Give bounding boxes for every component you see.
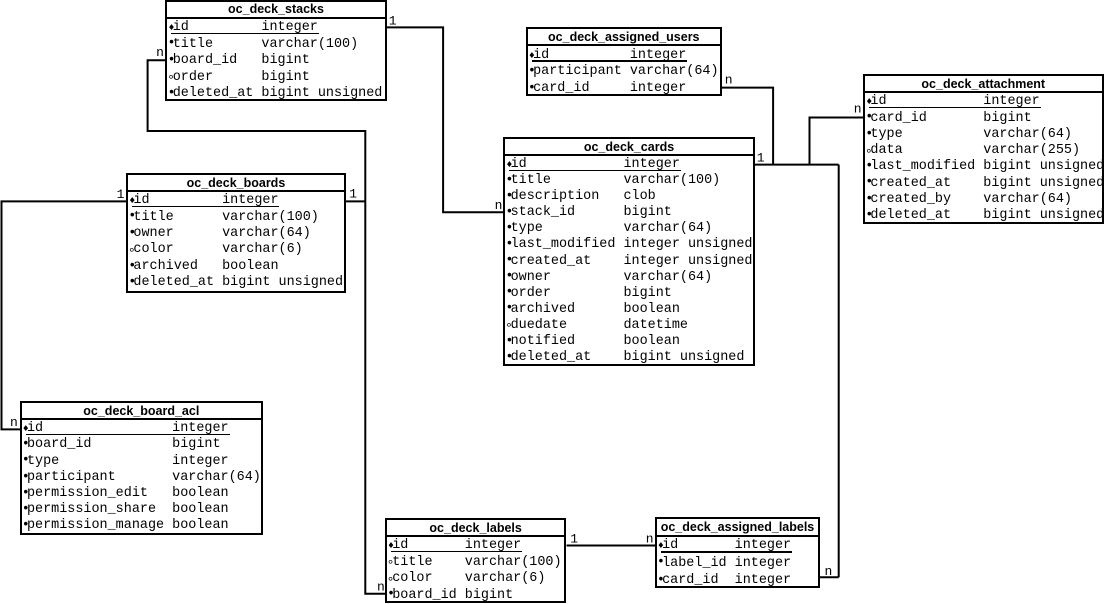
svg-text:1: 1 [349,187,357,202]
svg-text:n: n [725,72,733,87]
svg-text:n: n [825,564,833,579]
svg-text:n: n [377,579,385,594]
svg-text:1: 1 [570,531,578,546]
svg-text:n: n [10,415,18,430]
svg-text:1: 1 [757,151,765,166]
svg-text:n: n [646,531,654,546]
svg-text:n: n [854,102,862,117]
svg-text:n: n [495,198,503,213]
svg-text:n: n [156,45,164,60]
svg-text:1: 1 [117,187,125,202]
svg-text:1: 1 [389,14,397,29]
